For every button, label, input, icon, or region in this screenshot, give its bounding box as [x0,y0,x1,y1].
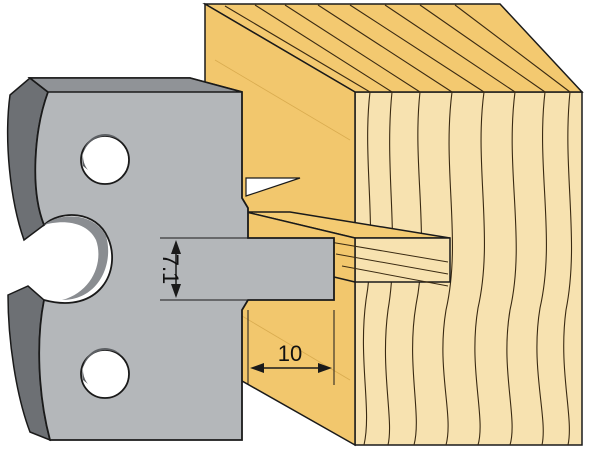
wood-top-grain [224,4,571,93]
blade-top-chamfer [27,77,243,93]
dimension-slot-width: 7.1 [158,237,252,301]
notch-shading [44,216,109,300]
mounting-hole-upper [80,133,130,185]
wood-end-grain [362,91,573,446]
cutter-blade [6,77,335,442]
mounting-hole-lower [80,347,130,399]
slot-depth-label: 10 [278,341,302,366]
dimension-slot-depth: 10 [247,310,335,385]
slot-width-label: 7.1 [158,254,183,285]
wood-block [202,2,584,447]
rebate-channel [245,177,301,197]
